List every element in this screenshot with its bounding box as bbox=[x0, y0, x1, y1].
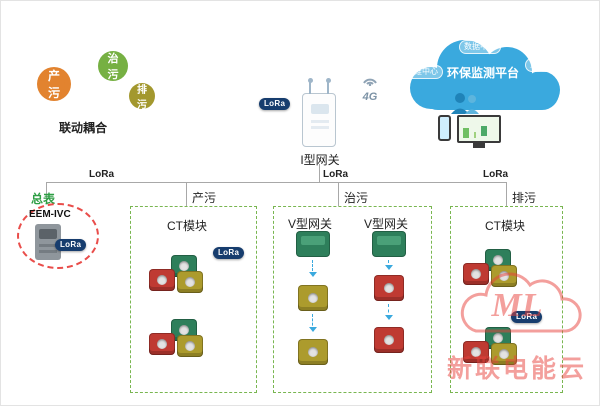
main-meter-title: 总表 bbox=[31, 192, 56, 206]
cloud-bubble-ops-center: 运维中心 bbox=[401, 65, 443, 79]
ct-module-yellow bbox=[491, 265, 517, 287]
arrow-down-icon bbox=[385, 260, 393, 270]
paiwu-module-label: CT模块 bbox=[485, 219, 525, 233]
monitor-icon bbox=[457, 115, 501, 148]
bus-line bbox=[46, 182, 506, 183]
ct-module-red bbox=[463, 341, 489, 363]
ct-module-red bbox=[463, 263, 489, 285]
gear-paiwu-label: 排污 bbox=[137, 85, 147, 111]
branch-label-zhiwu: 治污 bbox=[344, 191, 369, 205]
ct-module-red bbox=[149, 333, 175, 355]
group-box-chanwu: CT模块 LoRa bbox=[130, 206, 257, 393]
bus-lora-left: LoRa bbox=[89, 169, 114, 180]
ct-module-red bbox=[149, 269, 175, 291]
vgateway-left-label: V型网关 bbox=[288, 217, 333, 231]
gateway-vents bbox=[311, 120, 329, 123]
signal-arcs-icon bbox=[363, 78, 377, 87]
4g-label: 4G bbox=[362, 91, 378, 103]
gateway-screen bbox=[311, 104, 329, 114]
vgateway-right-label: V型网关 bbox=[364, 217, 409, 231]
vgateway-panel bbox=[377, 236, 401, 245]
main-meter-model: EEM-IVC bbox=[29, 209, 71, 220]
connector-bus-zhiwu bbox=[338, 182, 339, 206]
connector-gateway-bus bbox=[319, 164, 320, 182]
gear-zhiwu: 治污 bbox=[98, 51, 128, 81]
arrow-down-icon bbox=[309, 314, 317, 332]
monitor-chart-bars bbox=[463, 128, 469, 138]
connector-bus-chanwu bbox=[186, 182, 187, 206]
arrow-down-icon bbox=[309, 260, 317, 277]
users-icon bbox=[451, 93, 479, 114]
group-box-paiwu: CT模块 LoRa bbox=[450, 206, 563, 393]
ct-module-red bbox=[374, 327, 404, 353]
main-meter-dashed-circle bbox=[17, 203, 99, 269]
antenna-icon bbox=[307, 78, 313, 94]
ct-module-red bbox=[374, 275, 404, 301]
ct-module-yellow bbox=[177, 335, 203, 357]
cloud-platform-label: 环保监测平台 bbox=[446, 66, 519, 80]
gear-cluster-caption: 联动耦合 bbox=[59, 121, 108, 135]
4g-signal: 4G bbox=[357, 73, 383, 103]
cloud-bubble-data-center: 数据中心 bbox=[459, 40, 501, 54]
ct-module-yellow bbox=[298, 285, 328, 311]
lora-badge-gateway: LoRa bbox=[259, 98, 291, 110]
type1-gateway-label: I型网关 bbox=[300, 153, 340, 167]
meter-display bbox=[39, 229, 57, 239]
group-box-zhiwu: V型网关 V型网关 bbox=[273, 206, 432, 393]
bus-lora-right: LoRa bbox=[483, 169, 508, 180]
gear-paiwu: 排污 bbox=[129, 83, 155, 111]
ct-module-yellow bbox=[177, 271, 203, 293]
connector-bus-paiwu bbox=[506, 182, 507, 206]
cloud-bubble-monitor-center: 监控中心 bbox=[525, 58, 567, 72]
lora-badge-meter: LoRa bbox=[55, 239, 87, 251]
gear-chanwu-label: 产污 bbox=[47, 69, 60, 100]
vgateway-panel bbox=[301, 236, 325, 245]
cloud-shape bbox=[393, 34, 569, 116]
branch-label-chanwu: 产污 bbox=[192, 191, 217, 205]
antenna-icon bbox=[325, 78, 331, 94]
meter-terminals bbox=[39, 244, 57, 247]
cloud-icon bbox=[410, 40, 560, 110]
ct-module-yellow bbox=[298, 339, 328, 365]
chanwu-module-label: CT模块 bbox=[167, 219, 207, 233]
branch-label-paiwu: 排污 bbox=[512, 191, 537, 205]
lora-badge-chanwu: LoRa bbox=[213, 247, 245, 259]
lora-badge-paiwu: LoRa bbox=[511, 311, 543, 323]
connector-bus-meter bbox=[46, 182, 47, 203]
vgateway-right-device bbox=[372, 231, 406, 257]
smartphone-icon bbox=[438, 115, 451, 141]
vgateway-left-device bbox=[296, 231, 330, 257]
ct-module-yellow bbox=[491, 343, 517, 365]
arrow-down-icon bbox=[385, 304, 393, 320]
gear-chanwu: 产污 bbox=[37, 67, 71, 101]
gear-zhiwu-label: 治污 bbox=[107, 53, 119, 81]
bus-lora-center: LoRa bbox=[323, 169, 348, 180]
type1-gateway-device bbox=[302, 78, 336, 147]
